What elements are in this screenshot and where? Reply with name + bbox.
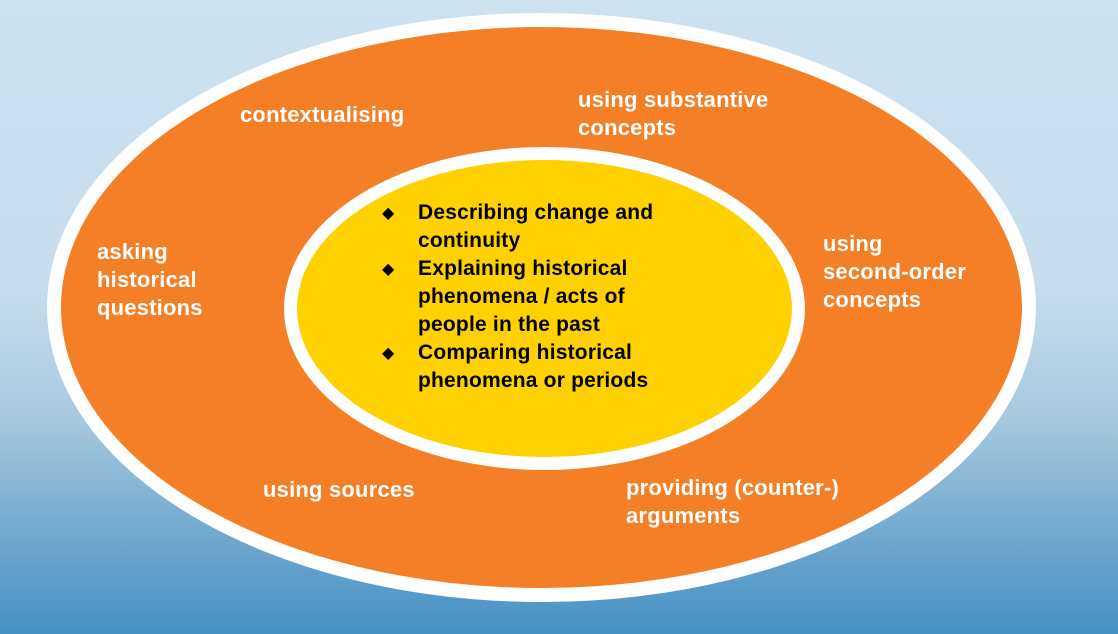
core-activities-list: ◆ Describing change and continuity ◆ Exp…: [382, 199, 653, 395]
list-item-text: Describing change and continuity: [418, 201, 654, 252]
label-using-second-order-concepts: using second-order concepts: [823, 231, 966, 312]
diamond-bullet-icon: ◆: [382, 261, 395, 278]
diamond-bullet-icon: ◆: [382, 345, 395, 362]
diamond-bullet-icon: ◆: [382, 205, 395, 222]
label-using-substantive-concepts: using substantive concepts: [578, 87, 769, 140]
label-using-sources: using sources: [263, 477, 415, 502]
label-providing-counter-arguments: providing (counter-) arguments: [626, 475, 839, 528]
label-contextualising: contextualising: [240, 102, 405, 127]
list-item: ◆ Explaining historical phenomena / acts…: [382, 255, 653, 339]
list-item-text: Comparing historical phenomena or period…: [418, 341, 649, 392]
list-item-text: Explaining historical phenomena / acts o…: [418, 257, 628, 336]
list-item: ◆ Describing change and continuity: [382, 199, 653, 255]
label-asking-historical-questions: asking historical questions: [97, 239, 203, 320]
list-item: ◆ Comparing historical phenomena or peri…: [382, 339, 653, 395]
